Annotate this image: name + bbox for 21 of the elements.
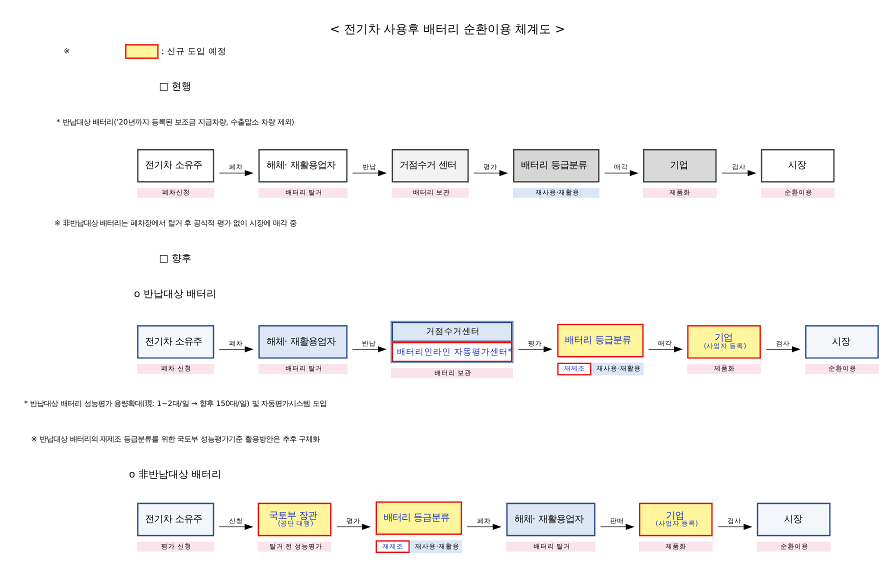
- arrow: [352, 346, 387, 352]
- label: □ 향후: [158, 254, 192, 265]
- arrow: [218, 346, 254, 352]
- label: □ 현행: [158, 81, 192, 92]
- arrow: [518, 346, 552, 352]
- arrow: [218, 524, 254, 530]
- arrow: [604, 170, 639, 176]
- legend-label: : 신규 도입 예정: [161, 46, 226, 57]
- arrow: [352, 170, 387, 176]
- diagram-title: < 전기차 사용후 배터리 순환이용 체계도 >: [330, 22, 566, 36]
- arrow: [722, 170, 756, 176]
- arrow: [218, 170, 254, 176]
- arrow: [474, 170, 508, 176]
- arrow: [600, 524, 634, 530]
- label: o 非반납대상 배터리: [129, 469, 222, 480]
- arrow: [648, 346, 683, 352]
- label: o 반납대상 배터리: [134, 289, 217, 300]
- arrow: [766, 346, 801, 352]
- arrow: [718, 524, 752, 530]
- arrow: [336, 524, 371, 530]
- arrow: [466, 524, 502, 530]
